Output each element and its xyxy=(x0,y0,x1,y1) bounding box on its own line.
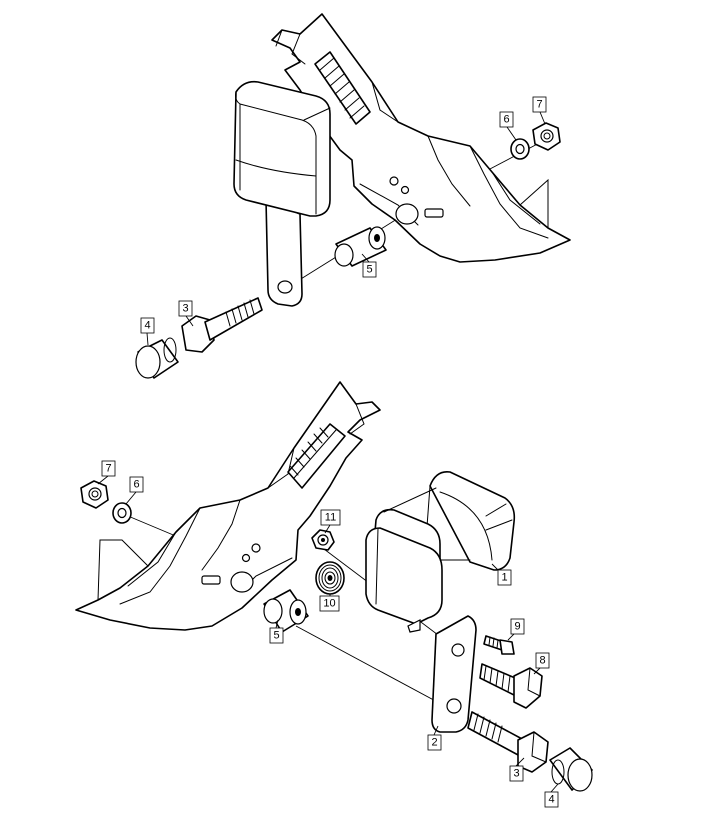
top-callout-4: 4 xyxy=(140,317,155,346)
svg-text:4: 4 xyxy=(548,794,554,806)
bottom-callout-3: 3 xyxy=(509,757,525,782)
svg-text:6: 6 xyxy=(503,114,509,126)
bottom-assembly: 1 2 3 4 5 6 7 xyxy=(75,381,593,808)
svg-text:9: 9 xyxy=(514,621,520,633)
top-washer-6 xyxy=(510,138,530,160)
top-mounting-bracket xyxy=(271,13,571,263)
bottom-buckle-unit-1 xyxy=(365,470,516,633)
svg-text:3: 3 xyxy=(513,768,519,780)
top-seat-belt-buckle xyxy=(233,80,331,307)
svg-text:3: 3 xyxy=(182,303,188,315)
bottom-callout-8: 8 xyxy=(533,652,550,675)
top-bolt-3 xyxy=(181,297,263,353)
bottom-screw-9 xyxy=(483,635,515,655)
top-spacer-5 xyxy=(334,226,387,267)
svg-text:11: 11 xyxy=(325,512,336,524)
top-assembly: 3 4 5 6 7 xyxy=(135,13,571,379)
bottom-nut-11 xyxy=(311,529,335,551)
svg-text:2: 2 xyxy=(431,737,437,749)
bottom-bolt-3 xyxy=(467,711,549,773)
bottom-mounting-bracket xyxy=(75,381,381,631)
bottom-callout-7: 7 xyxy=(97,460,116,485)
svg-text:8: 8 xyxy=(539,655,545,667)
svg-text:5: 5 xyxy=(366,264,372,276)
svg-text:6: 6 xyxy=(133,479,139,491)
svg-text:10: 10 xyxy=(323,598,335,610)
top-callout-7: 7 xyxy=(532,96,547,125)
bottom-ribbed-pad xyxy=(287,423,346,489)
bottom-callout-1: 1 xyxy=(491,563,512,586)
bottom-cap-4 xyxy=(549,747,593,792)
bottom-mounting-plate-2 xyxy=(431,615,477,733)
bottom-spacer-5 xyxy=(263,589,309,633)
top-cap-4 xyxy=(135,337,179,379)
top-nut-7 xyxy=(532,122,561,151)
bottom-callout-6: 6 xyxy=(125,476,144,505)
svg-text:7: 7 xyxy=(105,463,111,475)
bottom-callout-10: 10 xyxy=(319,594,340,612)
top-callout-3: 3 xyxy=(178,300,194,327)
bottom-bolt-8 xyxy=(479,663,543,709)
bottom-callout-5: 5 xyxy=(269,619,284,644)
svg-text:4: 4 xyxy=(144,320,150,332)
bottom-callout-4: 4 xyxy=(544,783,559,808)
top-ribbed-pad xyxy=(314,51,371,125)
bottom-axis-line-front xyxy=(295,625,457,713)
bottom-roller-10 xyxy=(315,561,345,595)
bottom-callout-9: 9 xyxy=(507,618,525,641)
bottom-callout-11: 11 xyxy=(320,509,341,534)
top-callout-6: 6 xyxy=(499,111,517,141)
svg-text:1: 1 xyxy=(501,572,507,584)
svg-text:7: 7 xyxy=(536,99,542,111)
bottom-washer-6 xyxy=(112,502,132,524)
bottom-callout-2: 2 xyxy=(427,725,442,751)
top-callout-5: 5 xyxy=(361,253,377,278)
svg-text:5: 5 xyxy=(273,630,279,642)
bottom-nut-7 xyxy=(80,480,109,509)
